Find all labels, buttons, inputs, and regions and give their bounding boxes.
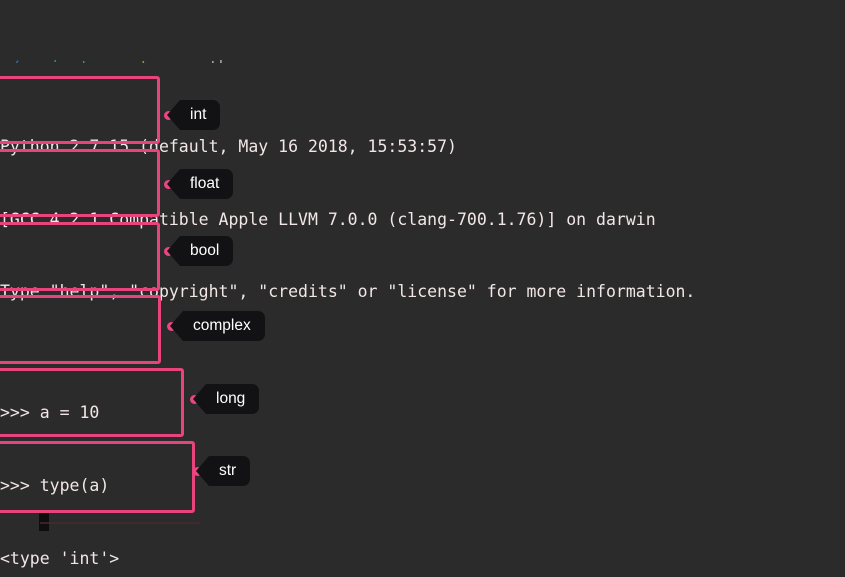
callout-label-int: int (166, 100, 221, 130)
callout-label-bool: bool (166, 236, 234, 266)
callout-int[interactable]: int (164, 100, 221, 130)
prompt-command: python (169, 58, 249, 63)
callout-label-float: float (166, 169, 234, 199)
callout-long[interactable]: long (190, 384, 260, 414)
block-int-line-2: >>> type(a) (0, 476, 110, 495)
callout-label-long: long (192, 384, 260, 414)
prompt-path-2: roj (30, 58, 60, 63)
shell-prompt-line-clipped: ~/project master python (0, 56, 845, 63)
highlight-box-long[interactable] (0, 368, 184, 437)
prompt-path-3: ect (60, 58, 90, 63)
block-int-line-3: <type 'int'> (0, 548, 120, 568)
callout-bool[interactable]: bool (164, 236, 234, 266)
highlight-box-int[interactable] (0, 76, 160, 144)
highlight-box-str[interactable] (0, 441, 195, 513)
block-int-line-1: >>> a = 10 (0, 403, 100, 423)
callout-label-complex: complex (170, 311, 265, 341)
highlight-box-complex[interactable] (0, 295, 161, 364)
callout-float[interactable]: float (164, 169, 234, 199)
prompt-branch: master (89, 58, 169, 63)
highlight-box-bool[interactable] (0, 222, 160, 291)
callout-label-str: str (195, 456, 251, 486)
highlight-box-float[interactable] (0, 149, 160, 217)
artifact-rule (40, 522, 200, 524)
callout-str[interactable]: str (193, 456, 251, 486)
prompt-path: ~/p (0, 58, 30, 63)
callout-complex[interactable]: complex (167, 311, 265, 341)
text-cursor (39, 512, 49, 531)
